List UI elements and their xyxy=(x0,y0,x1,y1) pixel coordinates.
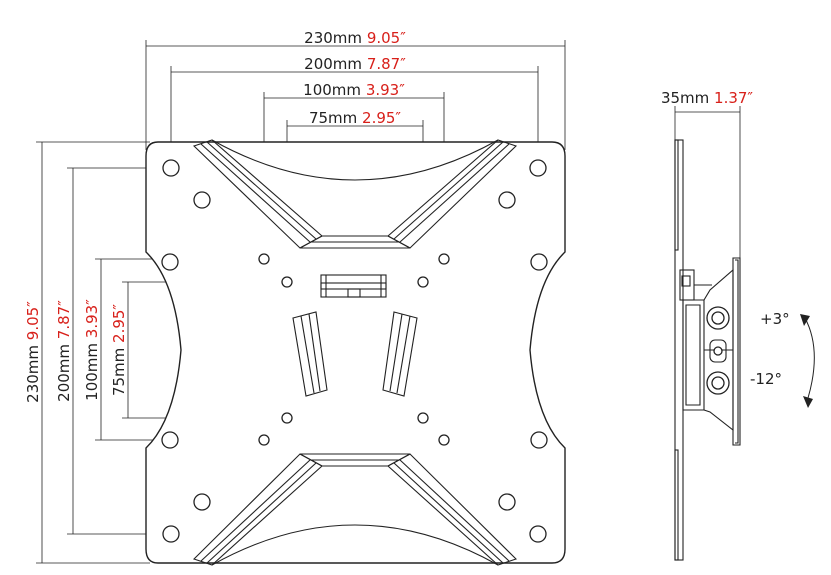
height-200-label: 200mm 7.87″ xyxy=(55,300,73,402)
width-200-label: 200mm 7.87″ xyxy=(304,55,406,73)
height-230-label: 230mm 9.05″ xyxy=(24,301,42,403)
width-75-label: 75mm 2.95″ xyxy=(309,109,401,127)
width-100-label: 100mm 3.93″ xyxy=(303,81,405,99)
slot-left xyxy=(292,311,328,397)
mounting-holes xyxy=(161,159,548,543)
tilt-knob-top xyxy=(706,306,730,330)
height-75-label: 75mm 2.95″ xyxy=(110,304,128,396)
horizontal-dimensions: 230mm 9.05″ 200mm 7.87″ 100mm 3.93″ 75mm… xyxy=(145,29,566,278)
tilt-down-label: -12° xyxy=(750,370,782,388)
side-view: 35mm 1.37″ +3 xyxy=(661,89,815,561)
height-100-label: 100mm 3.93″ xyxy=(83,299,101,401)
width-230-label: 230mm 9.05″ xyxy=(304,29,406,47)
tilt-lock xyxy=(709,339,727,363)
tilt-knob-bottom xyxy=(706,371,730,395)
arrow-down-head xyxy=(803,396,813,408)
center-bracket xyxy=(320,274,387,298)
mount-plate-front xyxy=(145,139,566,566)
depth-35-label: 35mm 1.37″ xyxy=(661,89,753,107)
arrow-up-head xyxy=(800,314,810,326)
slot-right xyxy=(382,311,418,397)
tilt-up-label: +3° xyxy=(760,310,790,328)
